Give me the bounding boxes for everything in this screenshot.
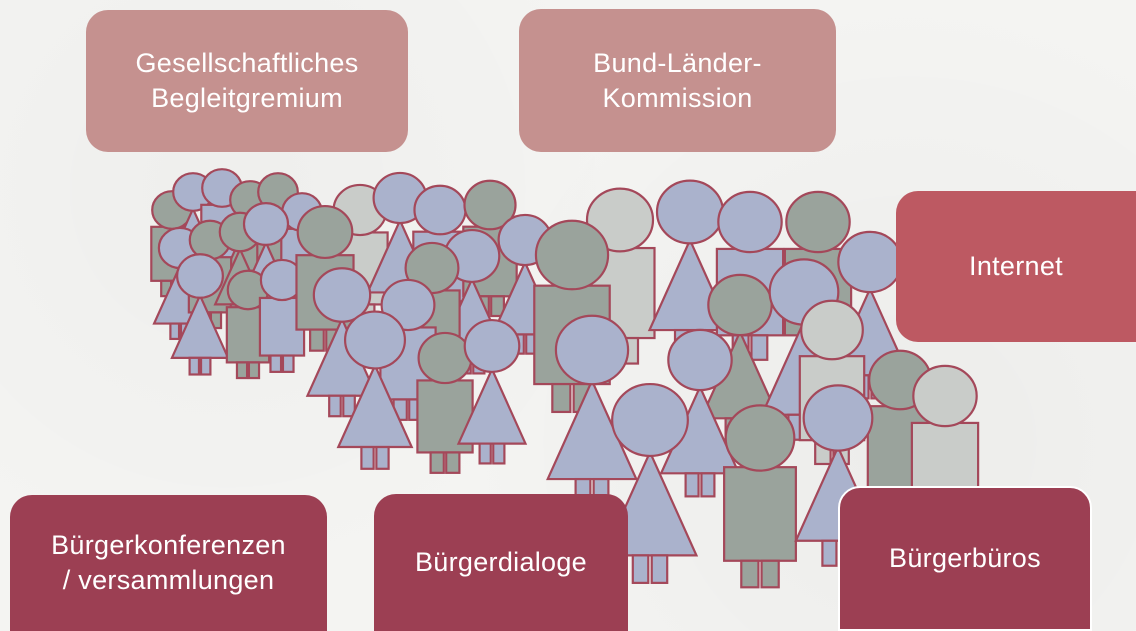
- konferenzen-line-2: / versammlungen: [62, 565, 275, 595]
- kommission-line-2: Kommission: [602, 82, 753, 113]
- kommission-line-1: Bund-Länder-: [593, 47, 762, 78]
- gesellschaftliches-begleitgremium-box: Gesellschaftliches Begleitgremium: [86, 10, 408, 152]
- buergerbueros-box: Bürgerbüros: [838, 486, 1092, 631]
- buergerkonferenzen-box: Bürgerkonferenzen / versammlungen: [10, 495, 327, 631]
- internet-label: Internet: [969, 251, 1063, 281]
- buergerdialoge-box: Bürgerdialoge: [374, 494, 628, 631]
- konferenzen-line-1: Bürgerkonferenzen: [51, 530, 286, 560]
- person-figure-11: [170, 253, 230, 376]
- person-figure-36: [659, 328, 741, 498]
- bund-laender-kommission-box: Bund-Länder- Kommission: [519, 9, 836, 152]
- person-figure-25: [416, 331, 474, 474]
- gremium-line-1: Gesellschaftliches: [135, 48, 359, 78]
- bueros-label: Bürgerbüros: [889, 543, 1041, 573]
- dialoge-label: Bürgerdialoge: [414, 547, 588, 577]
- person-figure-24: [336, 310, 414, 470]
- internet-box: Internet: [896, 191, 1136, 342]
- gremium-line-2: Begleitgremium: [151, 83, 343, 113]
- person-figure-26: [456, 318, 528, 465]
- person-figure-41: [723, 404, 797, 589]
